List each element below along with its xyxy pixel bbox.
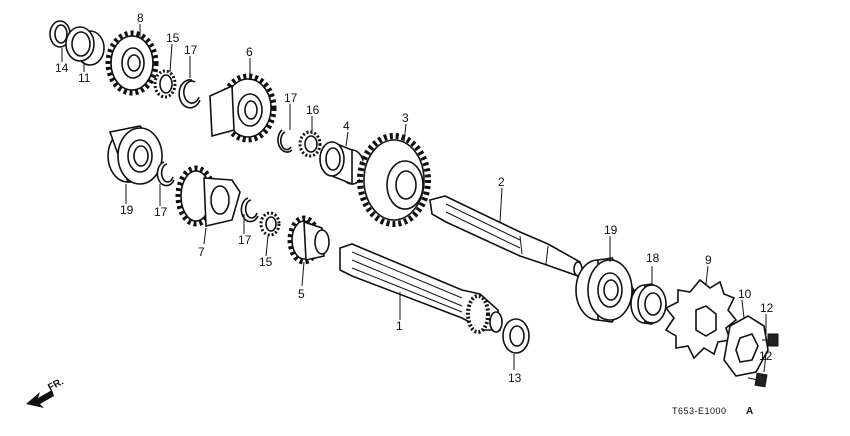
part-label-p4: 4	[343, 119, 350, 133]
part-11-collar	[65, 26, 105, 66]
part-15-washer-top	[153, 69, 177, 99]
part-label-p3: 3	[402, 111, 409, 125]
part-13-washer	[502, 318, 530, 354]
part-9-sprocket	[664, 278, 738, 360]
part-label-p13: 13	[508, 371, 522, 385]
part-label-p11: 11	[78, 71, 91, 85]
front-direction-indicator: FR.	[26, 376, 66, 408]
part-label-p18: 18	[646, 251, 660, 265]
part-label-p5: 5	[298, 287, 305, 301]
part-17-circlip-top	[178, 79, 201, 109]
part-label-p10: 10	[738, 287, 752, 301]
part-label-p17b: 17	[284, 91, 298, 105]
part-label-p12b: 12	[759, 349, 773, 363]
diagram-code: T653-E1000	[672, 406, 727, 416]
part-label-p14: 14	[55, 61, 69, 75]
front-arrow-icon	[26, 390, 54, 408]
part-6-gear	[209, 73, 277, 143]
part-label-p8: 8	[137, 11, 144, 25]
part-label-p12a: 12	[760, 301, 774, 315]
part-7-gear	[175, 165, 241, 227]
part-1-mainshaft	[339, 243, 503, 334]
part-19-bearing-left	[107, 125, 163, 185]
part-12-bolt-upper	[762, 333, 779, 347]
diagram-code-suffix: A	[746, 406, 753, 417]
part-19-bearing-right	[575, 257, 635, 323]
part-label-p16: 16	[306, 103, 320, 117]
part-5-gear	[287, 215, 330, 265]
part-label-p19b: 19	[120, 203, 134, 217]
front-label: FR.	[46, 376, 66, 393]
part-15-washer-lower	[259, 211, 281, 237]
leader-lines	[61, 24, 767, 373]
part-2-countershaft	[429, 195, 583, 278]
part-label-p6: 6	[246, 45, 253, 59]
part-17-circlip-left	[156, 161, 175, 187]
part-label-p17d: 17	[238, 233, 252, 247]
part-labels: 14 11 8 15 17 6 17 16 4 3 2 19 17 7 17 15 5 1 19 18 9 10 12 12 1…	[55, 11, 774, 385]
part-label-p15b: 15	[259, 255, 273, 269]
part-label-p19a: 19	[604, 223, 618, 237]
part-17-circlip-mid	[277, 129, 293, 153]
part-12-bolt-lower	[747, 372, 768, 388]
part-18-oil-seal	[630, 283, 667, 325]
part-label-p7: 7	[198, 245, 205, 259]
part-label-p2: 2	[498, 175, 505, 189]
part-label-p17c: 17	[154, 205, 168, 219]
part-4-bushing	[319, 140, 365, 186]
part-label-p17a: 17	[184, 43, 198, 57]
part-16-washer	[298, 130, 322, 158]
part-label-p9: 9	[705, 253, 712, 267]
part-10-fixing-plate	[723, 315, 769, 377]
part-8-gear	[105, 30, 159, 96]
part-label-p1: 1	[396, 319, 403, 333]
part-3-gear	[357, 133, 431, 227]
part-label-p15a: 15	[166, 31, 180, 45]
part-17-circlip-lower	[240, 197, 259, 223]
